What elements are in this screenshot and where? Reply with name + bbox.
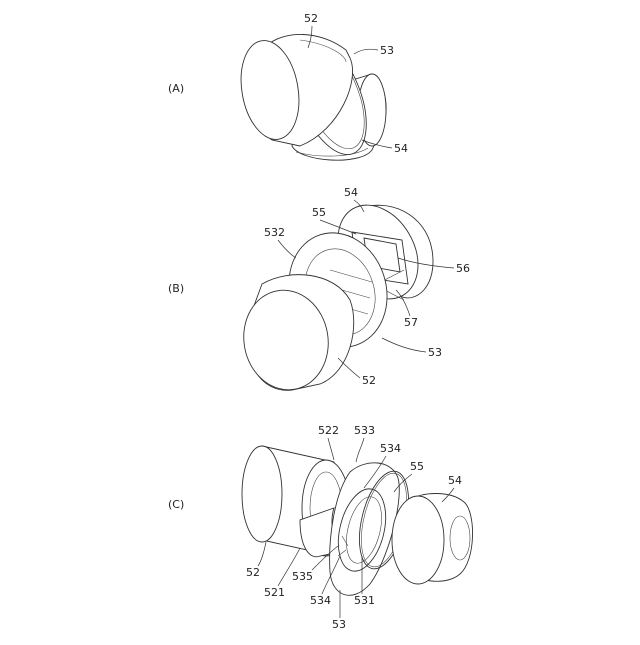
panel-b-ref-52: 52 (362, 374, 376, 387)
panel-b-ref-53: 53 (428, 346, 442, 359)
panel-b-ref-56: 56 (456, 262, 470, 275)
panel-b-ref-532: 532 (264, 226, 285, 239)
panel-c-ref-534-top: 534 (380, 442, 401, 455)
panel-c-leader-533 (356, 438, 364, 462)
panel-b-ref-55: 55 (312, 206, 326, 219)
panel-a-label: (A) (168, 82, 184, 95)
panel-c-ref-53: 53 (332, 618, 346, 631)
panel-c-leader-52 (258, 542, 266, 566)
panel-c-ref-54: 54 (448, 474, 462, 487)
panel-c-ref-535: 535 (292, 570, 313, 583)
panel-c-ref-55: 55 (410, 460, 424, 473)
panel-c-ref-531: 531 (354, 594, 375, 607)
panel-a-ref-53: 53 (380, 44, 394, 57)
panel-b-leader-52 (338, 358, 360, 378)
panel-c-ref-534-bottom: 534 (310, 594, 331, 607)
panel-b-label: (B) (168, 282, 184, 295)
panel-b-leader-53 (382, 338, 426, 352)
panel-a-ref-52: 52 (304, 12, 318, 25)
panel-c-label: (C) (168, 498, 184, 511)
panel-a-leader-53 (354, 49, 378, 54)
panel-c-ref-52: 52 (246, 566, 260, 579)
panel-c-ref-521: 521 (264, 586, 285, 599)
panel-b-leader-532 (278, 240, 296, 258)
panel-a: (A) 52 53 54 (168, 12, 408, 165)
panel-c-ref-533: 533 (354, 424, 375, 437)
panel-c-leader-522 (328, 438, 334, 460)
panel-c-ref-522: 522 (318, 424, 339, 437)
panel-c-part-54 (392, 494, 473, 585)
panel-b-ref-57: 57 (404, 316, 418, 329)
panel-a-ref-54: 54 (394, 142, 408, 155)
panel-b-part-52 (236, 275, 354, 397)
panel-b-ref-54: 54 (344, 186, 358, 199)
panel-b: (B) 54 55 532 56 57 (168, 186, 470, 397)
panel-c: (C) 522 533 (168, 424, 473, 631)
